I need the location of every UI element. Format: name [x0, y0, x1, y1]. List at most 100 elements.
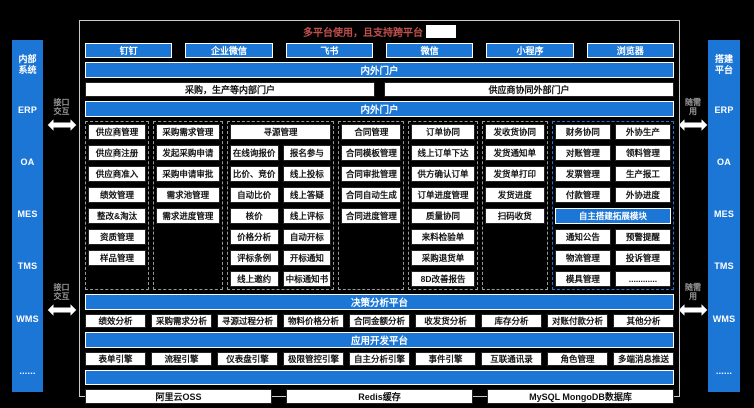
portal-bar-top: 内外门户 [85, 62, 674, 78]
on-demand-use-label: 随需用 [685, 98, 701, 117]
module-cell: 线上邀约 [229, 271, 279, 287]
module-cell: 质量协同 [411, 208, 475, 224]
build-platform-item: MES [713, 209, 735, 220]
platform-frame: 多平台使用，且支持跨平台 钉钉企业微信飞书微信小程序浏览器 内外门户 采购，生产… [79, 20, 680, 404]
module-cell: 发收货协同 [484, 124, 545, 140]
module-cell: 供应商管理 [88, 124, 147, 140]
module-cell: 供应商注册 [88, 145, 147, 161]
storage-box: Redis缓存 [286, 389, 473, 404]
module-cell: 自动开标 [282, 229, 332, 245]
module-cell: 投诉管理 [614, 250, 671, 266]
engine-cell: 角色管理 [547, 352, 608, 366]
module-cell: 线上答疑 [282, 187, 332, 203]
module-cell: 付款管理 [554, 187, 611, 203]
module-cell: 发货通知单 [484, 145, 545, 161]
decision-analysis-bar: 决策分析平台 [85, 294, 674, 310]
module-cell: 外协进度 [614, 187, 671, 203]
module-column-supplier: 供应商管理供应商注册供应商准入绩效管理整改&淘汰资质管理样品管理 [85, 121, 150, 290]
infrastructure-bar [85, 370, 674, 385]
module-cell: 订单协同 [411, 124, 475, 140]
sourcing-right-column: 报名参与线上投标线上答疑线上评标自动开标开标通知中标通知书 [282, 145, 332, 287]
module-cell: 核价 [229, 208, 279, 224]
module-cell: 线上投标 [282, 166, 332, 182]
module-cell: 发起采购申请 [156, 145, 220, 161]
portal-bar-inner: 内外门户 [85, 101, 674, 117]
module-column-contract: 合同管理合同模板管理合同审批管理合同自动生成合同进度管理 [338, 121, 405, 290]
double-arrow-icon [46, 118, 77, 133]
module-cell: 合同管理 [341, 124, 402, 140]
module-cell: 价格分析 [229, 229, 279, 245]
interface-interaction-label: 接口交互 [53, 98, 70, 117]
extension-bottom-row: 通知公告物流管理模具管理 预警提醒投诉管理............ [554, 229, 671, 287]
module-cell: 物流管理 [554, 250, 611, 266]
module-cell: 比价、竞价 [229, 166, 279, 182]
module-cell: 合同审批管理 [341, 166, 402, 182]
module-cell: 订单进度管理 [411, 187, 475, 203]
engine-cell: 极限管控引擎 [283, 352, 344, 366]
module-cell: 整改&淘汰 [88, 208, 147, 224]
outsourcing-column: 外协生产领料管理生产报工外协进度 [614, 124, 671, 203]
module-cell: 评标条例 [229, 250, 279, 266]
sourcing-header: 寻源管理 [229, 124, 332, 140]
module-cell: 样品管理 [88, 250, 147, 266]
internal-system-item: OA [20, 156, 35, 167]
modules-grid: 供应商管理供应商注册供应商准入绩效管理整改&淘汰资质管理样品管理 采购需求管理发… [85, 121, 674, 290]
diagram-title-text: 多平台使用，且支持跨平台 [303, 28, 423, 39]
module-cell: 领料管理 [614, 145, 671, 161]
analysis-cell: 物料价格分析 [283, 314, 344, 328]
right-connector-top: 随需用 [678, 98, 708, 133]
double-arrow-icon [46, 303, 77, 318]
analysis-cell: 库存分析 [481, 314, 542, 328]
client-app: 小程序 [486, 43, 574, 58]
build-platform-title: 搭建平台 [714, 54, 733, 76]
app-dev-platform-bar: 应用开发平台 [85, 332, 674, 348]
sourcing-subcolumns: 在线询报价比价、竞价自动比价核价价格分析评标条例线上邀约 报名参与线上投标线上答… [229, 145, 332, 287]
module-cell: 对账管理 [554, 145, 611, 161]
analysis-cell: 寻源过程分析 [217, 314, 278, 328]
engine-cell: 表单引擎 [85, 352, 146, 366]
client-app: 微信 [385, 43, 474, 58]
module-cell: 需求池管理 [156, 187, 220, 203]
engine-cell: 流程引擎 [151, 352, 212, 366]
module-cell: 绩效管理 [88, 187, 147, 203]
engine-cell: 仪表盘引擎 [217, 352, 278, 366]
module-cell: 自动比价 [229, 187, 279, 203]
module-cell: 采购退货单 [411, 250, 475, 266]
engine-cell: 多端消息推送 [613, 352, 674, 366]
module-cell: 合同自动生成 [341, 187, 402, 203]
internal-system-item: ...... [19, 365, 36, 376]
module-cell: 外协生产 [614, 124, 671, 140]
module-cell: 线上订单下达 [411, 145, 475, 161]
module-cell: 8D改善报告 [411, 271, 475, 287]
analysis-cell: 绩效分析 [85, 314, 146, 328]
client-app: 企业微信 [185, 43, 273, 58]
analysis-row: 绩效分析采购需求分析寻源过程分析物料价格分析合同金额分析收发货分析库存分析对账付… [85, 314, 674, 328]
analysis-cell: 对账付款分析 [547, 314, 608, 328]
portal-box: 供应商协同外部门户 [384, 82, 674, 97]
module-cell: 采购申请审批 [156, 166, 220, 182]
module-cell: 预警提醒 [614, 229, 671, 245]
double-arrow-icon [678, 118, 708, 133]
module-cell: 在线询报价 [229, 145, 279, 161]
module-column-demand: 采购需求管理发起采购申请采购申请审批需求池管理需求进度管理 [153, 121, 223, 290]
analysis-cell: 其他分析 [613, 314, 674, 328]
module-cell: 报名参与 [282, 145, 332, 161]
left-connector-bottom: 接口交互 [45, 283, 78, 318]
analysis-cell: 采购需求分析 [151, 314, 212, 328]
module-cell: 线上评标 [282, 208, 332, 224]
module-cell: 通知公告 [554, 229, 611, 245]
module-cell: 资质管理 [88, 229, 147, 245]
left-connector-top: 接口交互 [45, 98, 78, 133]
on-demand-use-label: 随需用 [685, 283, 701, 302]
engine-cell: 互联通讯录 [481, 352, 542, 366]
module-cell: 发票管理 [554, 166, 611, 182]
module-cell: 需求进度管理 [156, 208, 220, 224]
module-cell: 发货单打印 [484, 166, 545, 182]
extension-top-row: 财务协同对账管理发票管理付款管理 外协生产领料管理生产报工外协进度 [554, 124, 671, 203]
extension-module-group: 财务协同对账管理发票管理付款管理 外协生产领料管理生产报工外协进度 自主搭建拓展… [551, 121, 674, 290]
finance-column: 财务协同对账管理发票管理付款管理 [554, 124, 611, 203]
